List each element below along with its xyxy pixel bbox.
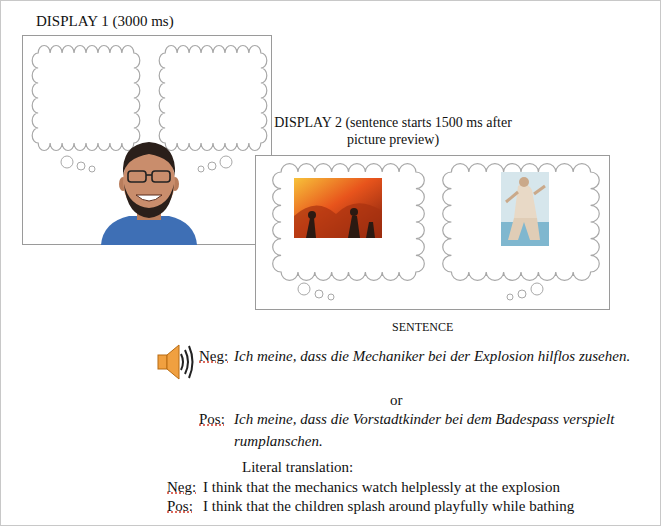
condition-label: Pos: (199, 408, 225, 430)
english-translation: I think that the children splash around … (203, 495, 574, 517)
connector-word: or (390, 389, 403, 411)
english-translation: I think that the mechanics watch helples… (203, 476, 560, 498)
display-two-box: DISPLAY 2 (sentence starts 1500 ms after… (255, 155, 610, 310)
condition-label: Neg: (199, 345, 228, 367)
translation-heading: Literal translation: (242, 456, 353, 478)
explosion-photo (294, 178, 382, 238)
display-one-illustration (23, 36, 273, 246)
speaker-icon (158, 345, 193, 379)
german-sentence: Ich meine, dass die Mechaniker bei der E… (234, 345, 634, 367)
german-sentence: Ich meine, dass die Vorstadtkinder bei d… (234, 408, 634, 452)
display-heading: DISPLAY 1 (3000 ms) (36, 12, 281, 30)
screen-caption: SENTENCE (392, 316, 453, 338)
condition-label: Pos: (167, 495, 193, 517)
bathing-photo (501, 172, 549, 246)
display-heading: DISPLAY 2 (sentence starts 1500 ms after… (268, 115, 518, 149)
condition-label: Neg: (167, 476, 196, 498)
display-one-box: DISPLAY 1 (3000 ms) (22, 35, 272, 245)
display-two-illustration (256, 156, 611, 311)
